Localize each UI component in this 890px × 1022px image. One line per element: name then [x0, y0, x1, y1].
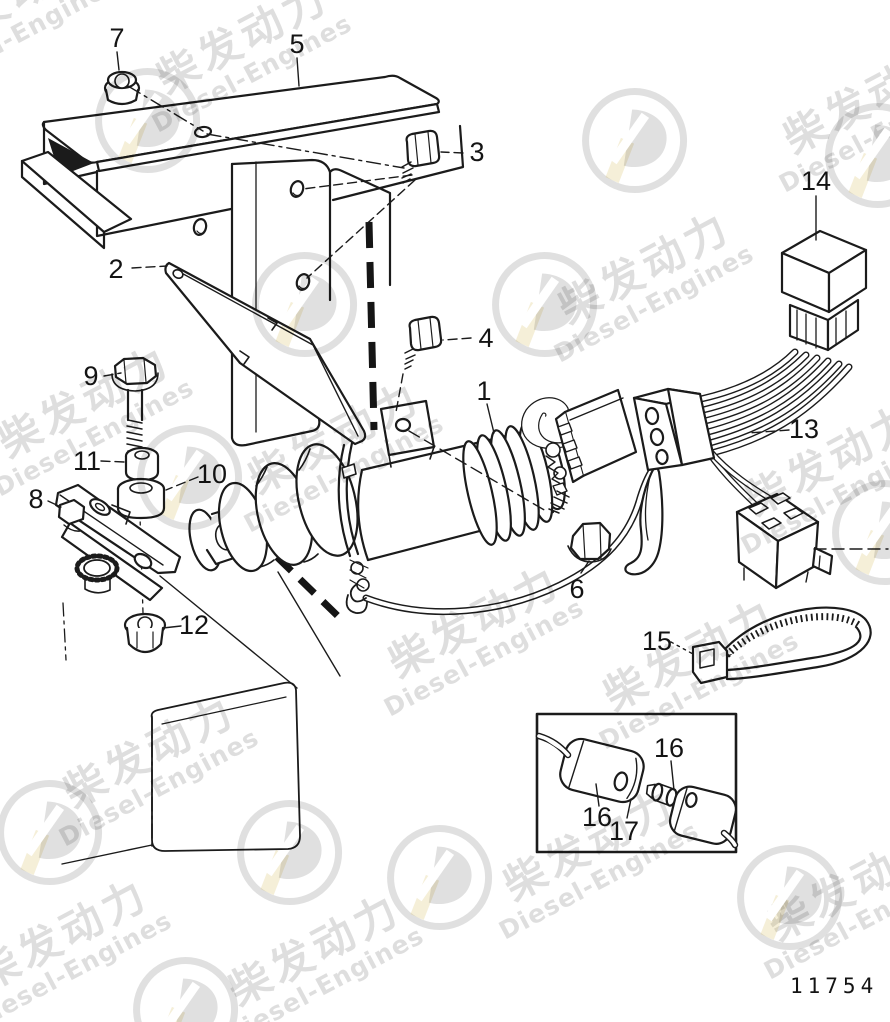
part-solenoid-plug — [554, 388, 638, 484]
part-rubber-boot-dangling — [624, 464, 664, 576]
part-mounting-tab — [379, 399, 436, 468]
callout-leader — [442, 337, 472, 341]
callout-leader — [103, 372, 122, 377]
part-connector-16-right — [668, 785, 738, 845]
part-bushing-10 — [116, 477, 166, 520]
callout-label: 15 — [642, 626, 672, 656]
callout-label: 12 — [179, 610, 209, 640]
part-lock-washer — [74, 553, 120, 594]
part-relay-socket — [735, 492, 834, 590]
callout-leader — [165, 476, 199, 491]
part-nut-7 — [103, 70, 141, 106]
callout-label: 7 — [109, 23, 124, 53]
callout-leader — [670, 641, 694, 655]
part-terminals — [521, 397, 569, 496]
callout-leader — [116, 51, 120, 71]
part-screw-6 — [548, 490, 612, 563]
callout-label: 8 — [28, 484, 43, 514]
callout-label: 3 — [469, 137, 484, 167]
part-spacer-11 — [124, 446, 160, 482]
callout-label: 17 — [609, 816, 639, 846]
callout-leader — [595, 783, 600, 807]
part-screw-3 — [401, 129, 441, 184]
part-cable-tie-15 — [691, 606, 872, 685]
callout-label: 16 — [582, 802, 612, 832]
drawing-number: 11754 — [790, 974, 879, 998]
callout-label: 4 — [478, 323, 493, 353]
phantom-dashes — [274, 221, 378, 624]
part-bolt-9 — [111, 356, 159, 459]
callout-leader — [626, 798, 632, 819]
callout-label: 10 — [197, 459, 227, 489]
callout-leader — [131, 265, 168, 269]
part-connector-16-left — [559, 737, 645, 804]
callout-label: 1 — [476, 376, 491, 406]
callout-leader — [440, 151, 464, 154]
part-strap-wire — [349, 462, 659, 616]
callout-leader — [100, 460, 125, 463]
callout-label: 6 — [569, 574, 584, 604]
part-bracket-5 — [20, 74, 465, 250]
callout-leader — [47, 500, 62, 508]
part-connector-3pin — [632, 387, 716, 472]
harness-wires — [697, 348, 853, 509]
callout-label: 9 — [83, 361, 98, 391]
callout-leader — [580, 560, 590, 574]
callout-label: 11 — [73, 446, 101, 476]
part-screw-4 — [404, 315, 443, 370]
part-nut-12 — [123, 612, 167, 654]
part-plate-2 — [164, 261, 367, 446]
callout-label: 2 — [108, 254, 123, 284]
inset-box — [535, 712, 739, 854]
part-relay-14 — [780, 229, 868, 352]
callout-label: 5 — [289, 29, 304, 59]
callout-label: 16 — [654, 733, 684, 763]
callout-leader — [670, 760, 675, 791]
callout-label: 13 — [789, 414, 819, 444]
callout-leader — [486, 403, 495, 434]
callout-leader — [296, 57, 300, 87]
part-harness-13 — [632, 229, 872, 685]
callout-label: 14 — [801, 166, 831, 196]
callout-leader — [162, 625, 182, 629]
callout-leader — [747, 429, 790, 434]
